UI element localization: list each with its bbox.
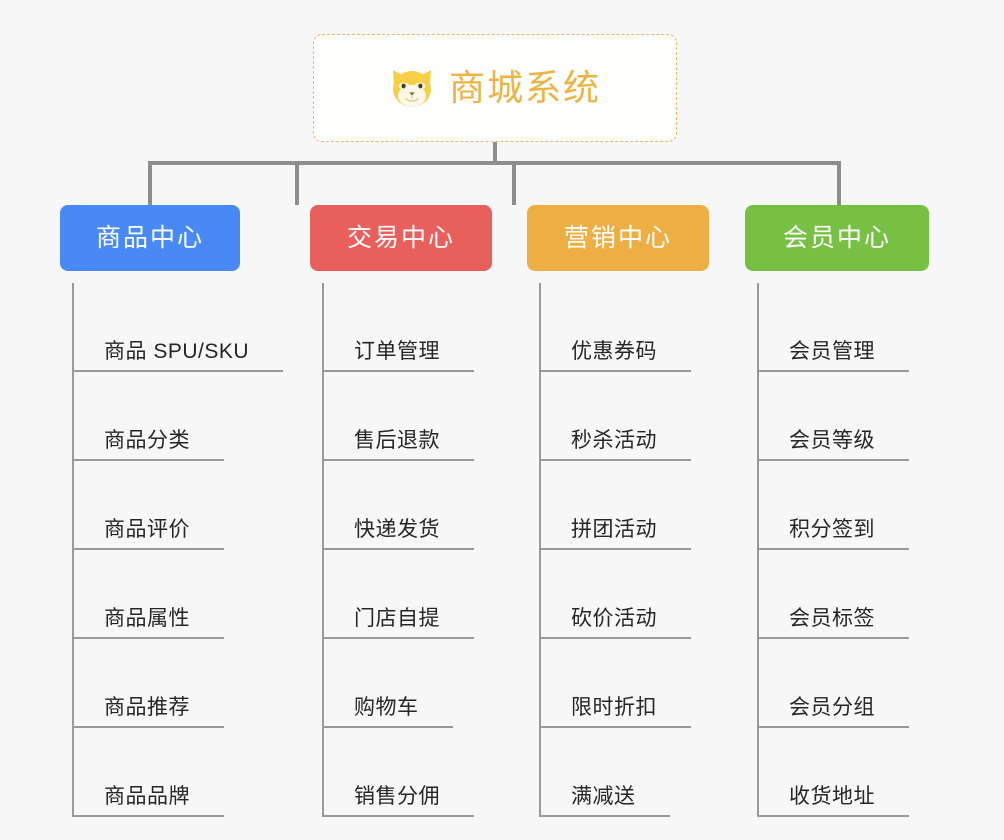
item-list-3: 优惠券码 秒杀活动 拼团活动 砍价活动 限时折扣 满减送 (527, 283, 709, 817)
item-label: 会员分组 (789, 695, 875, 719)
list-item[interactable]: 积分签到 (745, 461, 929, 550)
item-label: 会员等级 (789, 428, 875, 452)
list-item[interactable]: 销售分佣 (310, 728, 492, 817)
list-item[interactable]: 限时折扣 (527, 639, 709, 728)
item-label: 商品品牌 (104, 784, 190, 808)
list-item[interactable]: 会员标签 (745, 550, 929, 639)
item-label: 订单管理 (354, 339, 440, 363)
category-title: 商品中心 (95, 223, 204, 252)
list-item[interactable]: 会员等级 (745, 372, 929, 461)
item-label: 商品分类 (104, 428, 190, 452)
connector-drop-3 (512, 163, 516, 205)
item-label: 商品推荐 (104, 695, 190, 719)
list-item[interactable]: 商品属性 (60, 550, 240, 639)
root-node[interactable]: 商城系统 (313, 34, 677, 142)
list-item[interactable]: 门店自提 (310, 550, 492, 639)
item-label: 门店自提 (354, 606, 440, 630)
item-list-4: 会员管理 会员等级 积分签到 会员标签 会员分组 收货地址 (745, 283, 929, 817)
item-list-1: 商品 SPU/SKU 商品分类 商品评价 商品属性 商品推荐 商品品牌 (60, 283, 284, 817)
item-label: 销售分佣 (354, 784, 440, 808)
list-item[interactable]: 售后退款 (310, 372, 492, 461)
category-header-4[interactable]: 会员中心 (745, 205, 929, 271)
item-label: 商品属性 (104, 606, 190, 630)
item-label: 购物车 (354, 695, 419, 719)
list-item[interactable]: 商品评价 (60, 461, 240, 550)
category-title: 营销中心 (563, 223, 672, 252)
item-label: 拼团活动 (571, 517, 657, 541)
connector-drop-2 (295, 163, 299, 205)
list-item[interactable]: 秒杀活动 (527, 372, 709, 461)
item-label: 限时折扣 (571, 695, 657, 719)
list-item[interactable]: 拼团活动 (527, 461, 709, 550)
connector-stem (493, 142, 497, 164)
category-title: 交易中心 (346, 223, 455, 252)
column-营销中心: 营销中心 优惠券码 秒杀活动 拼团活动 砍价活动 限时折扣 满减送 (527, 205, 709, 817)
list-item[interactable]: 订单管理 (310, 283, 492, 372)
category-header-3[interactable]: 营销中心 (527, 205, 709, 271)
item-label: 会员标签 (789, 606, 875, 630)
item-label: 秒杀活动 (571, 428, 657, 452)
list-item[interactable]: 砍价活动 (527, 550, 709, 639)
list-item[interactable]: 会员管理 (745, 283, 929, 372)
connector-drop-4 (837, 163, 841, 205)
shiba-dog-icon (389, 67, 435, 109)
list-item[interactable]: 购物车 (310, 639, 492, 728)
item-label: 商品 SPU/SKU (104, 339, 250, 363)
list-item[interactable]: 商品 SPU/SKU (60, 283, 284, 372)
category-title: 会员中心 (782, 223, 891, 252)
item-label: 满减送 (571, 784, 636, 808)
list-item[interactable]: 收货地址 (745, 728, 929, 817)
item-label: 收货地址 (789, 784, 875, 808)
root-title: 商城系统 (448, 67, 601, 108)
item-label: 售后退款 (354, 428, 440, 452)
column-交易中心: 交易中心 订单管理 售后退款 快递发货 门店自提 购物车 销售分佣 (310, 205, 492, 817)
item-list-2: 订单管理 售后退款 快递发货 门店自提 购物车 销售分佣 (310, 283, 492, 817)
category-header-1[interactable]: 商品中心 (60, 205, 240, 271)
item-label: 砍价活动 (571, 606, 657, 630)
item-label: 会员管理 (789, 339, 875, 363)
item-label: 优惠券码 (571, 339, 657, 363)
list-item[interactable]: 商品分类 (60, 372, 240, 461)
item-label: 积分签到 (789, 517, 875, 541)
column-会员中心: 会员中心 会员管理 会员等级 积分签到 会员标签 会员分组 收货地址 (745, 205, 929, 817)
list-item[interactable]: 优惠券码 (527, 283, 709, 372)
column-商品中心: 商品中心 商品 SPU/SKU 商品分类 商品评价 商品属性 商品推荐 商品品牌 (60, 205, 284, 817)
list-item[interactable]: 商品品牌 (60, 728, 240, 817)
item-label: 商品评价 (104, 517, 190, 541)
category-header-2[interactable]: 交易中心 (310, 205, 492, 271)
list-item[interactable]: 满减送 (527, 728, 709, 817)
item-label: 快递发货 (354, 517, 440, 541)
connector-horizontal-bar (148, 161, 841, 165)
list-item[interactable]: 快递发货 (310, 461, 492, 550)
list-item[interactable]: 商品推荐 (60, 639, 240, 728)
list-item[interactable]: 会员分组 (745, 639, 929, 728)
connector-drop-1 (148, 163, 152, 205)
